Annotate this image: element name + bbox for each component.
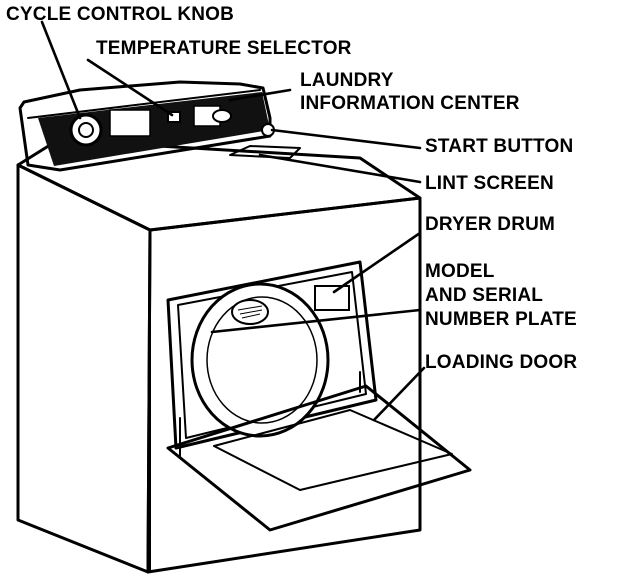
temperature-selector bbox=[167, 111, 181, 123]
label-dryer-drum: DRYER DRUM bbox=[425, 214, 556, 235]
leader-laundry-information-center bbox=[228, 88, 292, 102]
label-loading-door: LOADING DOOR bbox=[425, 352, 578, 373]
leader-lint-screen bbox=[258, 153, 422, 184]
leader-loading-door bbox=[372, 366, 426, 422]
label-model-serial-line1: MODEL bbox=[425, 261, 495, 282]
label-start-button: START BUTTON bbox=[425, 136, 574, 157]
label-model-serial-line2: AND SERIAL bbox=[425, 285, 544, 306]
leader-cycle-control-knob bbox=[40, 20, 82, 120]
laundry-information-center-panel bbox=[109, 105, 221, 137]
start-button bbox=[212, 109, 275, 137]
label-lint-screen: LINT SCREEN bbox=[425, 173, 554, 194]
leader-lines bbox=[40, 20, 426, 422]
leader-temperature-selector bbox=[86, 58, 174, 117]
leader-start-button bbox=[270, 128, 422, 150]
door-opening bbox=[166, 260, 378, 450]
label-temperature-selector: TEMPERATURE SELECTOR bbox=[96, 38, 352, 59]
leader-dryer-drum bbox=[332, 231, 422, 294]
leader-model-serial-plate bbox=[210, 308, 422, 334]
model-serial-number-plate bbox=[314, 285, 350, 311]
label-laundry-information-center-line2: INFORMATION CENTER bbox=[300, 93, 520, 114]
cycle-control-knob bbox=[69, 113, 103, 147]
label-model-serial-line3: NUMBER PLATE bbox=[425, 309, 577, 330]
label-cycle-control-knob: CYCLE CONTROL KNOB bbox=[6, 4, 235, 25]
label-laundry-information-center-line1: LAUNDRY bbox=[300, 70, 394, 91]
loading-door bbox=[166, 371, 472, 532]
